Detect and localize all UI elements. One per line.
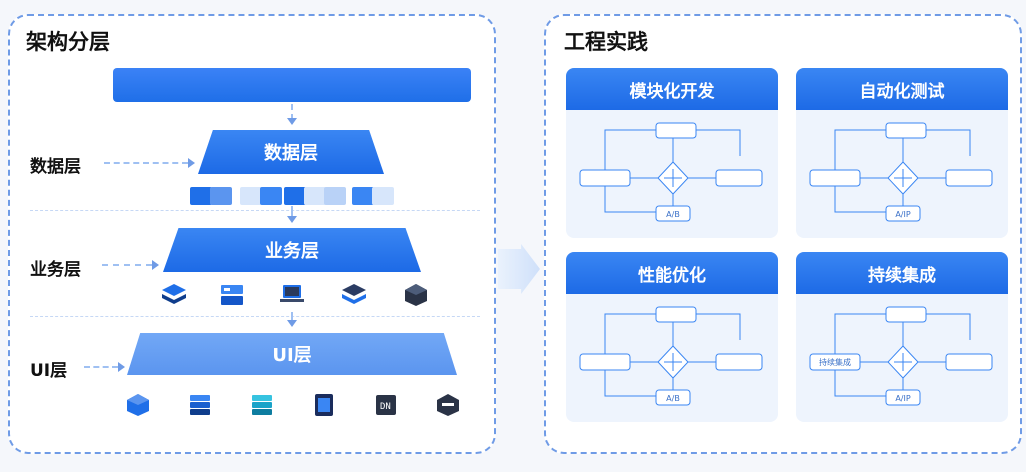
node-bottom-label: A/B	[666, 394, 680, 403]
flow-diagram: A/IP	[809, 122, 993, 222]
arrow-right-icon	[188, 158, 195, 168]
connector-bottom	[291, 312, 293, 322]
node-left-label: 持续集成	[819, 357, 851, 367]
data-block	[260, 187, 282, 205]
node-bottom-label: A/IP	[895, 210, 911, 219]
flow-arrow-icon	[498, 244, 540, 294]
box-icon	[127, 394, 149, 416]
svg-text:DN: DN	[380, 402, 391, 412]
terminal-icon: DN	[376, 395, 396, 415]
arrow-down-icon	[287, 320, 297, 327]
side-label-data: 数据层	[30, 157, 81, 177]
card-title: 性能优化	[566, 252, 778, 294]
cube-icon	[405, 284, 427, 306]
data-block	[284, 187, 306, 205]
laptop-icon	[280, 285, 304, 302]
node-bottom-label: A/B	[666, 210, 680, 219]
side-label-business: 业务层	[30, 260, 81, 280]
arrow-right-icon	[152, 260, 159, 270]
side-label-ui: UI层	[30, 361, 68, 381]
database-icon	[190, 395, 210, 415]
flow-diagram: A/B	[579, 306, 763, 406]
data-block	[190, 187, 212, 205]
arrow-right-icon	[118, 362, 125, 372]
layers-icon	[162, 284, 186, 304]
card-performance: 性能优化 A/B	[566, 252, 778, 422]
document-icon	[315, 394, 333, 416]
flow-diagram: 持续集成 A/IP	[809, 306, 993, 406]
arrow-down-icon	[287, 118, 297, 125]
ui-layer: UI层	[127, 333, 457, 375]
connector-top	[291, 104, 293, 120]
stack-icon	[342, 284, 366, 304]
connector-data	[104, 162, 188, 164]
data-block	[324, 187, 346, 205]
card-title: 模块化开发	[566, 68, 778, 110]
connector-mid	[291, 206, 293, 218]
connector-business	[102, 264, 152, 266]
separator	[30, 210, 480, 211]
top-layer-bar	[113, 68, 471, 102]
flow-diagram: A/B	[579, 122, 763, 222]
node-bottom-label: A/IP	[895, 394, 911, 403]
server-icon	[221, 285, 243, 305]
business-layer: 业务层	[163, 228, 421, 272]
data-layer: 数据层	[198, 130, 384, 174]
data-block	[352, 187, 374, 205]
card-modular-dev: 模块化开发 A/B	[566, 68, 778, 238]
separator	[30, 316, 480, 317]
card-title: 持续集成	[796, 252, 1008, 294]
data-block	[304, 187, 326, 205]
disk-icon	[437, 394, 459, 416]
card-continuous-integration: 持续集成 持续集成 A/IP	[796, 252, 1008, 422]
data-block	[210, 187, 232, 205]
engineering-title: 工程实践	[564, 30, 648, 54]
data-block	[240, 187, 262, 205]
card-automated-testing: 自动化测试 A/IP	[796, 68, 1008, 238]
card-title: 自动化测试	[796, 68, 1008, 110]
connector-ui	[84, 366, 118, 368]
arrow-down-icon	[287, 216, 297, 223]
storage-icon	[252, 395, 272, 415]
architecture-title: 架构分层	[26, 30, 110, 54]
data-block	[372, 187, 394, 205]
